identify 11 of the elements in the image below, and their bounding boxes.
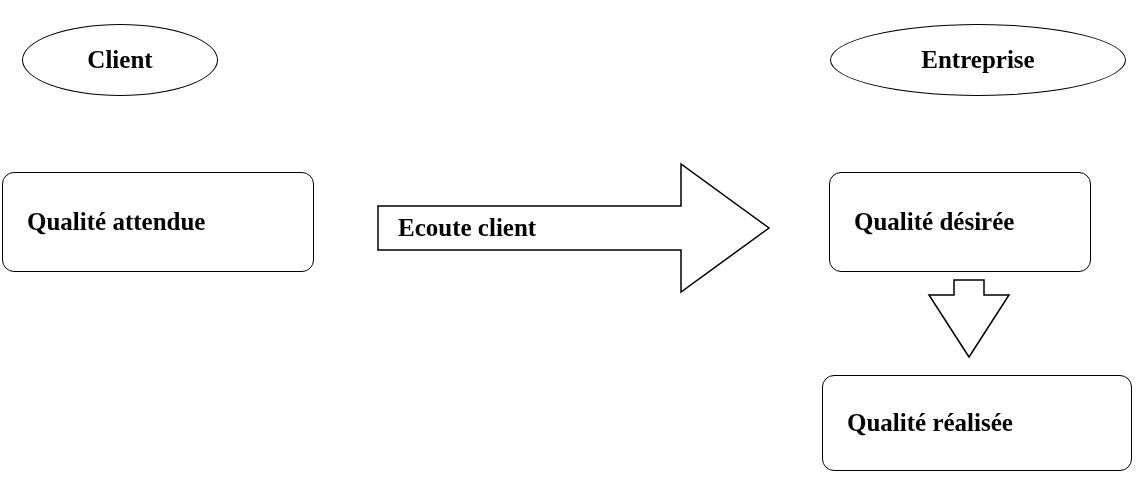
rounded-box [2,172,314,272]
rounded-box [829,172,1091,272]
block-arrow [927,279,1011,359]
rounded-box [822,375,1132,471]
block-arrow [377,162,771,294]
node-label: Qualité désirée [854,208,1015,236]
edge-label: Ecoute client [398,214,537,242]
node-label: Entreprise [921,46,1035,74]
node-label: Qualité réalisée [847,409,1013,437]
node-label: Qualité attendue [27,208,206,236]
node-label: Client [87,46,153,74]
